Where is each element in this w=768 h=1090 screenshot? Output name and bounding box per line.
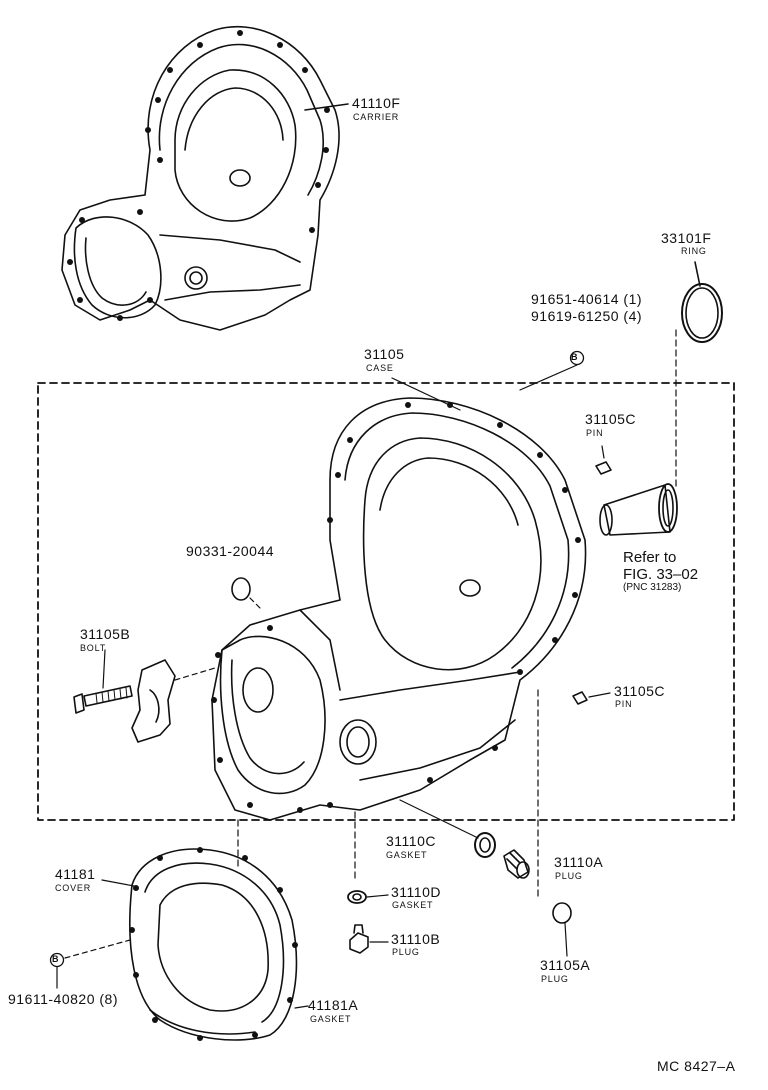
pin-right-illustration bbox=[572, 691, 588, 705]
cover-part-number: 41181 bbox=[55, 866, 96, 882]
gasket-d-part-name: GASKET bbox=[392, 900, 434, 910]
bolt-part-name: BOLT bbox=[80, 643, 107, 653]
b-marker-top-label: B bbox=[571, 352, 578, 362]
b-marker-bottom-label: B bbox=[52, 954, 59, 964]
gasket-c-part-number: 31110C bbox=[386, 833, 436, 849]
ring-illustration bbox=[681, 283, 723, 343]
plug-105a-part-number: 31105A bbox=[540, 957, 591, 973]
pin-top-illustration bbox=[595, 461, 612, 475]
gasket-c-illustration bbox=[474, 832, 496, 858]
diagram-code: MC 8427–A bbox=[657, 1058, 736, 1074]
bolt-cover-part-number: 91611-40820 (8) bbox=[8, 991, 118, 1007]
plug-90331-illustration bbox=[231, 577, 251, 601]
cover-part-name: COVER bbox=[55, 883, 92, 893]
cover-illustration bbox=[129, 847, 298, 1041]
carrier-leader bbox=[304, 103, 349, 111]
plug-a-illustration bbox=[503, 849, 530, 879]
refer-line3: (PNC 31283) bbox=[623, 582, 682, 593]
plug-105a-part-name: PLUG bbox=[541, 974, 569, 984]
bolt-illustration bbox=[73, 685, 133, 714]
cover-gasket-part-number: 41181A bbox=[308, 997, 359, 1013]
case-assembly-box bbox=[37, 382, 735, 821]
ring-part-name: RING bbox=[681, 246, 707, 256]
gasket-c-part-name: GASKET bbox=[386, 850, 428, 860]
bearing-cap-illustration bbox=[131, 659, 176, 743]
pin-top-part-name: PIN bbox=[586, 428, 604, 438]
refer-line2: FIG. 33–02 bbox=[623, 566, 699, 583]
bolt-b-line2: 91619-61250 (4) bbox=[531, 308, 643, 324]
b-marker-top bbox=[569, 350, 585, 366]
case-part-name: CASE bbox=[366, 363, 394, 373]
sleeve-illustration bbox=[599, 483, 678, 536]
bolt-b-line1: 91651-40614 (1) bbox=[531, 291, 643, 307]
gasket-d-part-number: 31110D bbox=[391, 884, 441, 900]
cover-gasket-part-name: GASKET bbox=[310, 1014, 352, 1024]
carrier-illustration bbox=[61, 25, 340, 331]
case-part-number: 31105 bbox=[364, 346, 405, 362]
carrier-part-name: CARRIER bbox=[353, 112, 400, 122]
plug-b-part-name: PLUG bbox=[392, 947, 420, 957]
refer-line1: Refer to bbox=[623, 549, 677, 566]
plug-a-part-number: 31110A bbox=[554, 854, 604, 870]
bolt-part-number: 31105B bbox=[80, 626, 131, 642]
gasket-d-illustration bbox=[347, 890, 367, 904]
plug-105a-illustration bbox=[552, 902, 572, 924]
carrier-part-number: 41110F bbox=[352, 95, 401, 111]
pin-right-part-name: PIN bbox=[615, 699, 633, 709]
plug-b-illustration bbox=[349, 924, 369, 954]
pin-top-part-number: 31105C bbox=[585, 411, 637, 427]
pin-right-part-number: 31105C bbox=[614, 683, 666, 699]
plug-b-part-number: 31110B bbox=[391, 931, 441, 947]
ring-part-number: 33101F bbox=[661, 230, 712, 246]
plug-a-part-name: PLUG bbox=[555, 871, 583, 881]
case-illustration bbox=[211, 397, 587, 821]
plug-90331-part-number: 90331-20044 bbox=[186, 543, 275, 559]
